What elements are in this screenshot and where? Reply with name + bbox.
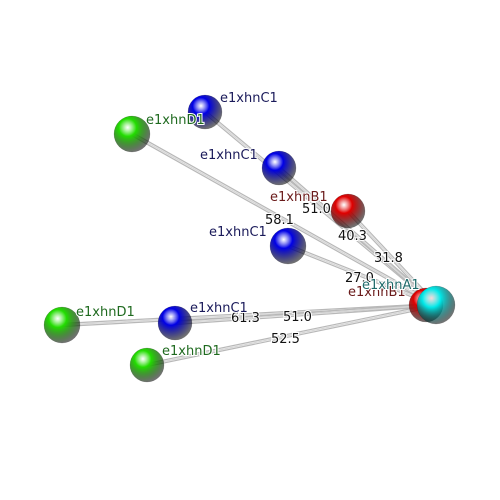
atom-labels-layer: e1xhnC1 e1xhnD1 e1xhnC1 e1xhnB1 e1xhnC1 e1xhn… [75, 90, 421, 360]
bond-c3-a1 [286, 244, 438, 307]
atom-label: e1xhnC1 [200, 148, 258, 163]
atom-c-sphere[interactable] [187, 94, 223, 130]
atoms-layer [43, 94, 456, 383]
bond-d1-a1 [130, 132, 438, 307]
distance-labels-layer: 51.0 58.1 31.8 40.3 27.0 61.3 51.0 52.5 [230, 201, 404, 348]
bond-c4-a1 [174, 302, 437, 326]
atom-label: e1xhnD1 [76, 305, 135, 320]
atom-d-sphere[interactable] [113, 115, 151, 153]
distance-label: 58.1 [265, 213, 294, 228]
atom-d-sphere[interactable] [43, 306, 81, 344]
atom-label: e1xhnB1 [270, 190, 328, 205]
bond-d3-a1 [146, 302, 437, 368]
atom-a-sphere[interactable] [416, 285, 456, 325]
distance-label: 51.0 [283, 310, 312, 325]
distance-label: 27.0 [345, 271, 374, 286]
atom-label: e1xhnA1 [362, 278, 420, 293]
atom-d-sphere[interactable] [129, 347, 165, 383]
atom-label: e1xhnD1 [146, 113, 205, 128]
distance-label: 61.3 [231, 311, 260, 326]
atom-label: e1xhnD1 [162, 344, 221, 359]
atom-c-sphere[interactable] [157, 305, 193, 341]
atom-b-sphere[interactable] [330, 193, 366, 229]
distance-label: 31.8 [374, 251, 403, 266]
atom-label: e1xhnC1 [220, 91, 278, 106]
atom-c-sphere[interactable] [261, 150, 297, 186]
distance-label: 52.5 [271, 332, 300, 347]
atom-label: e1xhnB1 [348, 285, 406, 300]
atom-c-sphere[interactable] [269, 227, 307, 265]
distance-label: 40.3 [338, 229, 367, 244]
atom-label: e1xhnC1 [190, 301, 248, 316]
bonds-layer [61, 110, 438, 368]
atom-label: e1xhnC1 [209, 225, 267, 240]
distance-label: 51.0 [302, 202, 331, 217]
